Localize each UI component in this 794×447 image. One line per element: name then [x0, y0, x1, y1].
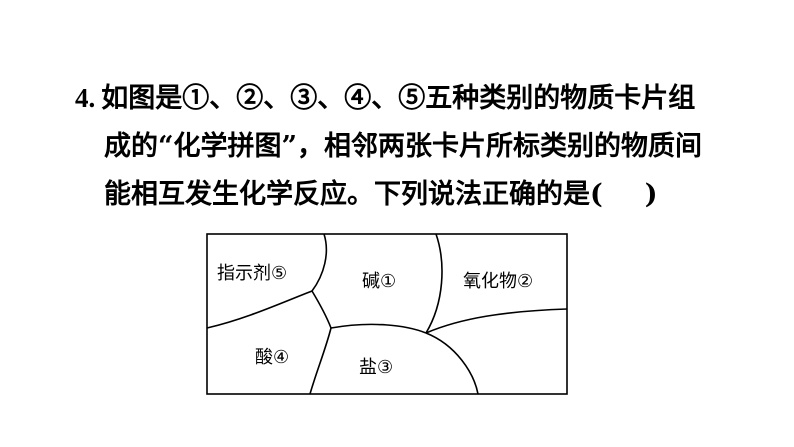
question-line-2: 成的“化学拼图”，相邻两张卡片所标类别的物质间 — [75, 123, 755, 171]
card-oxide: 氧化物② — [463, 271, 533, 292]
card-salt: 盐③ — [359, 357, 393, 378]
question-text-line-2: 成的“化学拼图”，相邻两张卡片所标类别的物质间 — [104, 131, 703, 162]
boundary-oxide-right — [425, 308, 568, 334]
boundary-indicator-acid — [206, 290, 313, 329]
card-acid: 酸④ — [255, 347, 289, 368]
question-stem: 4.如图是①、②、③、④、⑤五种类别的物质卡片组 成的“化学拼图”，相邻两张卡片… — [75, 74, 755, 219]
question-text-line-1: 如图是①、②、③、④、⑤五种类别的物质卡片组 — [101, 83, 696, 114]
card-base: 碱① — [362, 271, 396, 292]
boundary-base-salt — [330, 323, 427, 334]
question-text-line-3: 能相互发生化学反应。下列说法正确的是( — [104, 179, 603, 210]
question-line-3: 能相互发生化学反应。下列说法正确的是() — [75, 171, 755, 219]
puzzle-svg: 指示剂⑤ 碱① 氧化物② 酸④ 盐③ — [206, 233, 568, 395]
closing-paren: ) — [644, 179, 658, 210]
boundary-acid-salt — [309, 327, 332, 395]
chemistry-puzzle-diagram: 指示剂⑤ 碱① 氧化物② 酸④ 盐③ — [206, 233, 568, 395]
question-line-1: 4.如图是①、②、③、④、⑤五种类别的物质卡片组 — [75, 74, 755, 123]
card-indicator: 指示剂⑤ — [217, 263, 287, 284]
question-number: 4. — [75, 83, 96, 113]
boundary-salt-oxide — [425, 332, 479, 395]
boundary-base-oxide — [425, 233, 443, 334]
